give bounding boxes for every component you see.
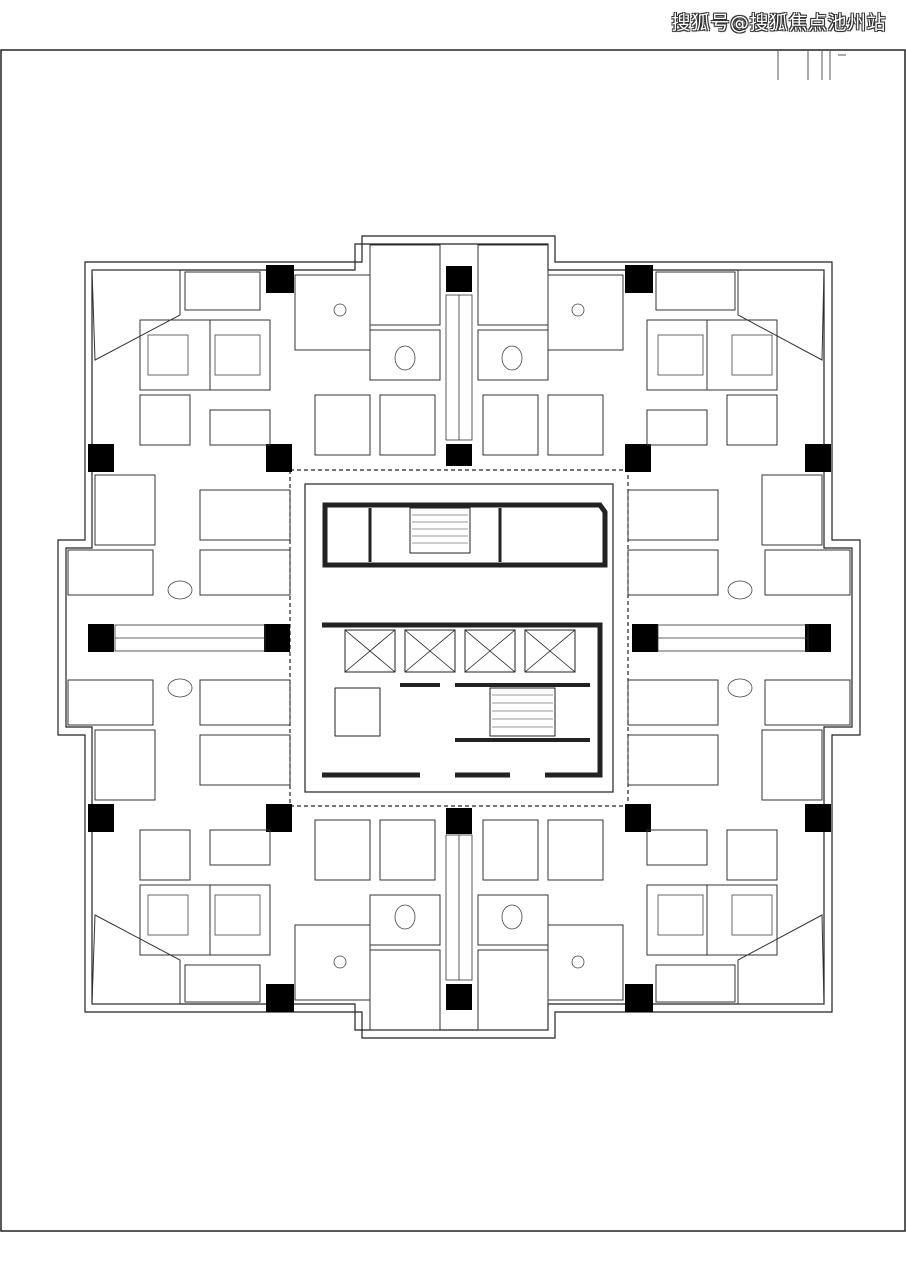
title-block-marks: [777, 50, 846, 80]
sheet-border: [0, 49, 906, 1232]
structural-columns: [88, 265, 831, 1012]
central-core: [289, 469, 629, 807]
watermark-text: 搜狐号@搜狐焦点池州站: [671, 12, 886, 34]
unit-partitions: [67, 244, 851, 1031]
shafts: [114, 294, 809, 981]
core-stairs: [412, 514, 553, 728]
furniture: [147, 303, 773, 969]
corner-balconies: [91, 269, 825, 1005]
